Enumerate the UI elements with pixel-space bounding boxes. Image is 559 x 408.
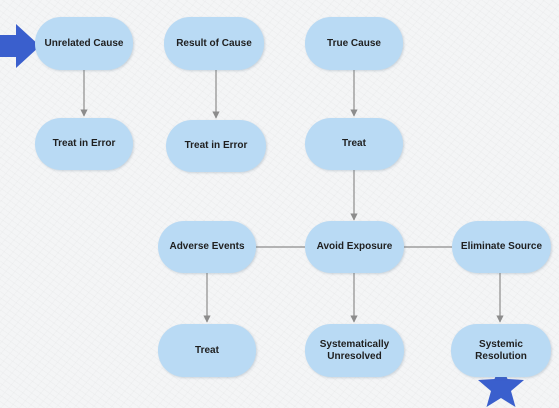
node-label: Unrelated Cause <box>44 37 124 49</box>
node-true-cause: True Cause <box>305 17 403 70</box>
node-label: Avoid Exposure <box>316 241 393 252</box>
right-arrow-icon <box>0 24 40 68</box>
node-label: Systemic Resolution <box>475 338 527 362</box>
node-label: Treat in Error <box>184 140 248 151</box>
node-result-of-cause: Result of Cause <box>164 17 264 70</box>
node-treat-in-error-2: Treat in Error <box>166 120 266 172</box>
node-label: True Cause <box>327 37 381 49</box>
node-label: Treat <box>195 344 219 356</box>
node-label: Adverse Events <box>169 241 245 252</box>
node-label: Eliminate Source <box>460 241 543 252</box>
node-label: Treat <box>342 138 366 149</box>
node-systematically-unresolved: Systematically Unresolved <box>305 324 404 377</box>
star-icon <box>478 363 524 407</box>
node-treat-2: Treat <box>158 324 256 377</box>
node-avoid-exposure: Avoid Exposure <box>305 221 404 273</box>
node-label: Systematically Unresolved <box>319 338 390 362</box>
node-eliminate-source: Eliminate Source <box>452 221 551 273</box>
node-label: Treat in Error <box>52 138 116 149</box>
node-systemic-resolution: Systemic Resolution <box>451 324 551 377</box>
node-label: Result of Cause <box>176 37 252 49</box>
node-adverse-events: Adverse Events <box>158 221 256 273</box>
node-unrelated-cause: Unrelated Cause <box>35 17 133 70</box>
node-treat-in-error-1: Treat in Error <box>35 118 133 170</box>
node-treat-1: Treat <box>305 118 403 170</box>
